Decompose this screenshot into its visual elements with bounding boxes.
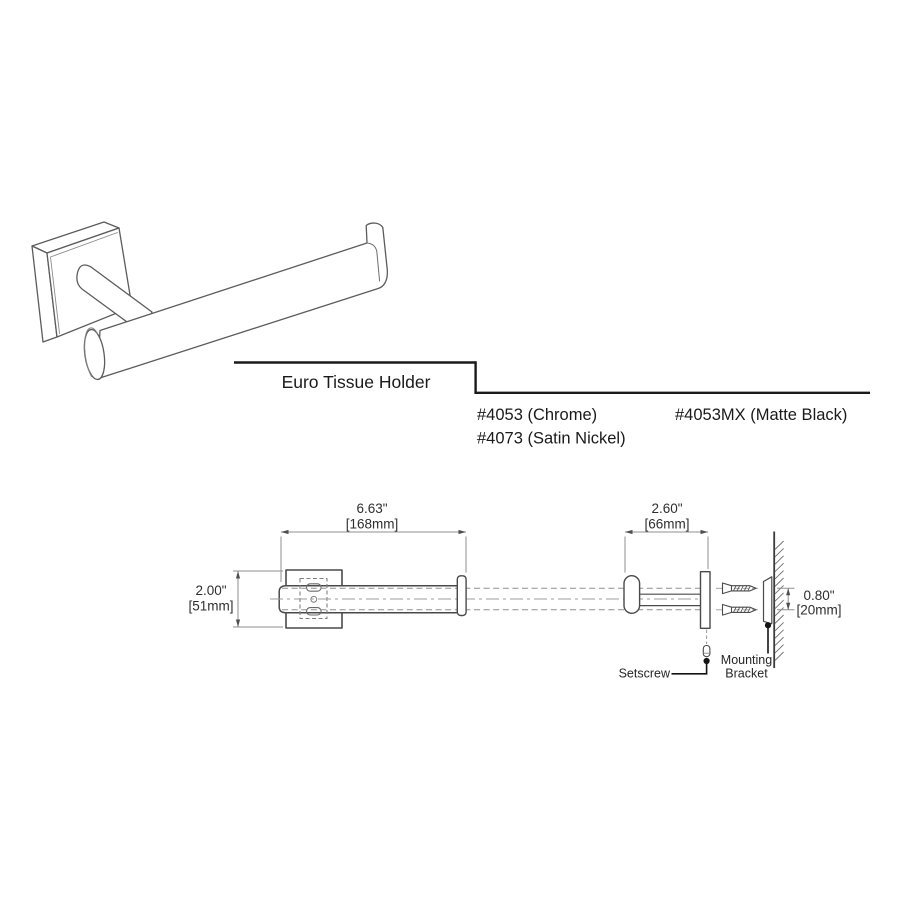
dim-length-inches: 6.63" (356, 501, 387, 516)
mounting-screw-top (716, 582, 760, 595)
dimension-overall-length: 6.63" [168mm] (280, 501, 467, 582)
callout-mounting-bracket: Mounting Bracket (721, 622, 772, 681)
model-number-chrome: #4053 (Chrome) (477, 406, 597, 424)
setscrew-label: Setscrew (619, 667, 671, 681)
mounting-post-3d (76, 264, 153, 334)
setscrew-icon (702, 644, 711, 658)
side-view-bar-tip (623, 575, 641, 615)
mounting-bracket-label-line2: Bracket (725, 667, 768, 681)
dimension-plate-size: 2.00" [51mm] (188, 570, 283, 628)
dim-plate-inches: 2.00" (195, 583, 226, 598)
side-view-post (639, 593, 701, 607)
side-view-wall-plate (699, 571, 711, 630)
side-view (623, 531, 784, 668)
model-number-satin-nickel: #4073 (Satin Nickel) (477, 430, 626, 448)
holder-bar-3d (83, 222, 389, 381)
wall (773, 531, 784, 668)
dim-plate-metric: [51mm] (188, 599, 233, 614)
dim-offset-inches: 0.80" (803, 588, 834, 603)
model-number-matte-black: #4053MX (Matte Black) (675, 406, 847, 424)
dim-length-metric: [168mm] (346, 517, 399, 532)
wall-hatching (774, 540, 784, 661)
dim-projection-inches: 2.60" (651, 501, 682, 516)
front-view-upturned-tip (456, 575, 467, 617)
side-view-mounting-bracket (762, 576, 773, 625)
page-title: Euro Tissue Holder (282, 372, 431, 392)
dim-offset-metric: [20mm] (796, 603, 841, 618)
front-view (270, 569, 701, 629)
mounting-bracket-label-line1: Mounting (721, 653, 772, 667)
dimension-bracket-offset: 0.80" [20mm] (777, 587, 842, 618)
title-block-rules (234, 361, 870, 394)
mounting-screw-bottom (716, 603, 760, 616)
callout-setscrew: Setscrew (619, 629, 711, 681)
dimension-wall-projection: 2.60" [66mm] (624, 501, 709, 573)
front-view-hidden-bracket (299, 577, 328, 620)
product-3d-view (31, 221, 389, 381)
dim-projection-metric: [66mm] (644, 517, 689, 532)
